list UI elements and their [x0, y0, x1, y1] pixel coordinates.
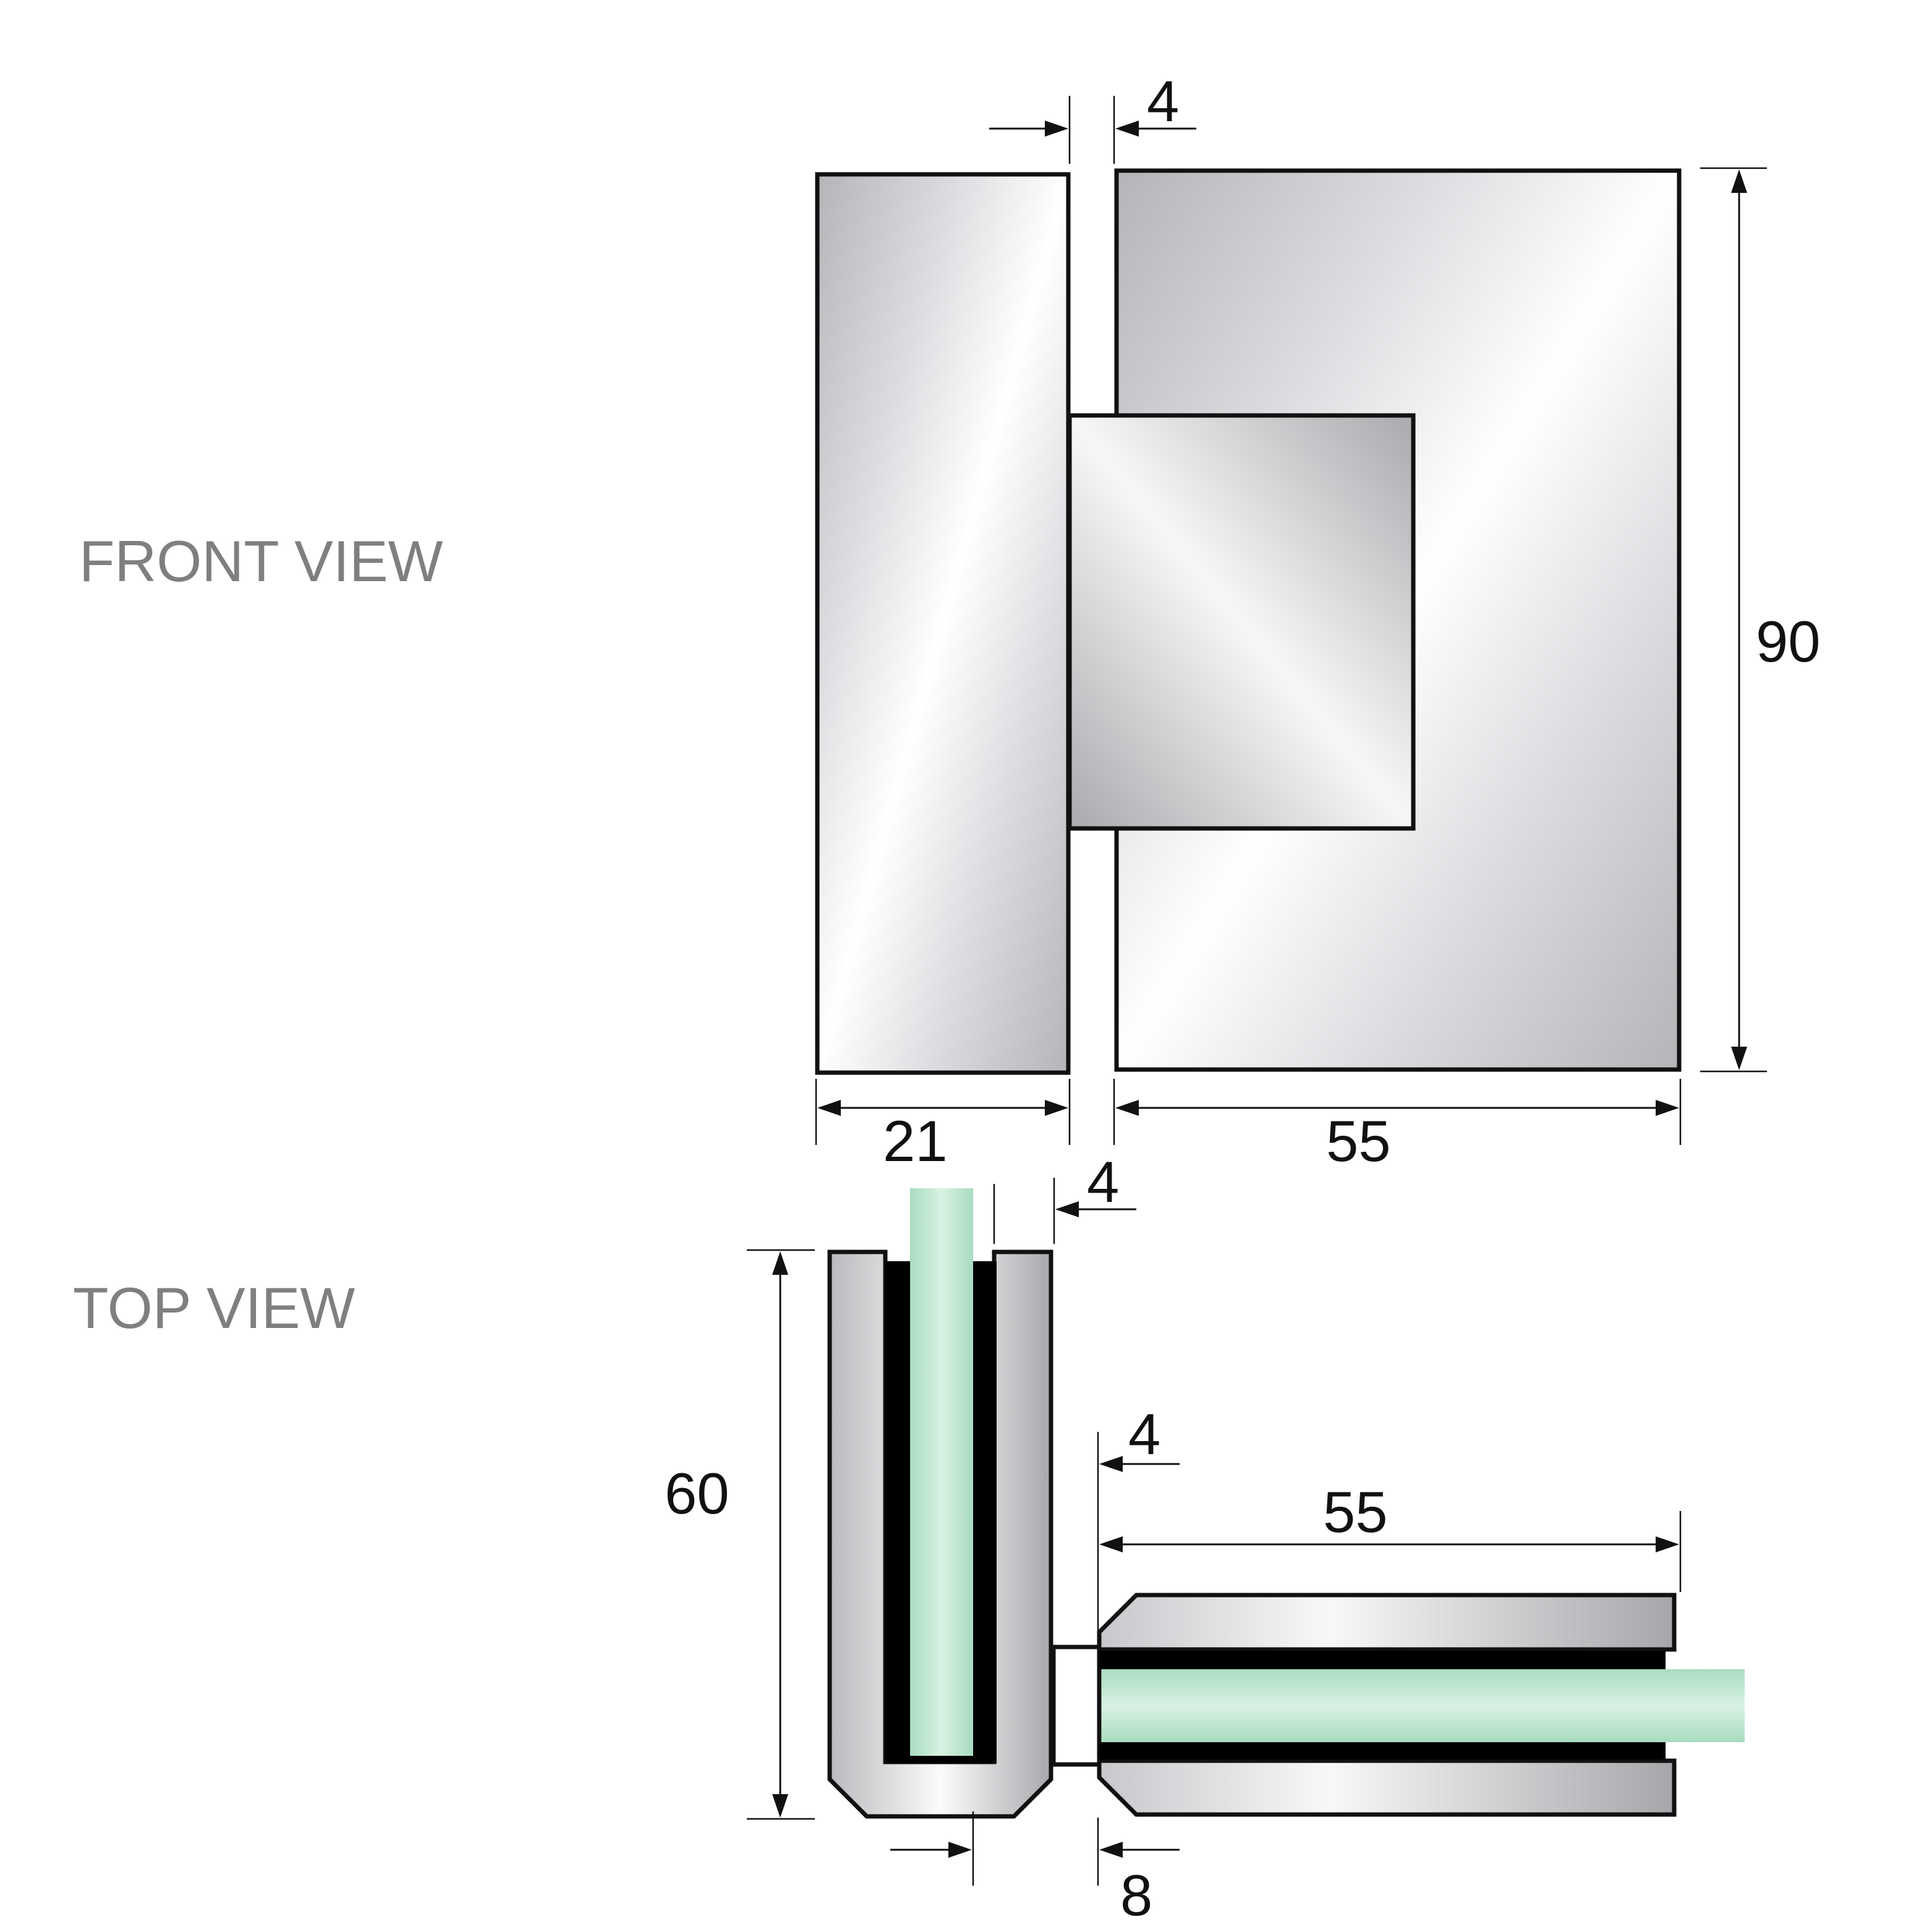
top-right-upper-plate — [1097, 1593, 1677, 1652]
front-right-width-label: 55 — [1326, 1109, 1391, 1173]
top-view: 4 60 4 55 — [665, 1149, 1745, 1928]
front-gap-dimension: 4 — [989, 69, 1196, 164]
top-side-gap-label: 4 — [1128, 1402, 1160, 1466]
top-right-lower-plate — [1097, 1758, 1677, 1817]
top-right-gasket-upper — [1099, 1651, 1666, 1669]
top-depth-label: 60 — [665, 1461, 730, 1526]
front-right-width-dimension: 55 — [1113, 1079, 1682, 1173]
top-glass-thickness-label: 8 — [1120, 1863, 1152, 1928]
front-left-width-label: 21 — [883, 1109, 948, 1173]
top-plate-width-dimension: 55 — [1099, 1479, 1682, 1592]
top-view-label: TOP VIEW — [73, 1275, 355, 1340]
top-horizontal-glass — [1102, 1669, 1745, 1742]
top-left-gasket-bottom — [885, 1755, 997, 1763]
top-plate-width-label: 55 — [1323, 1479, 1388, 1544]
front-left-plate — [815, 172, 1071, 1075]
top-right-gasket-lower — [1099, 1742, 1666, 1760]
top-left-gasket-right — [972, 1261, 997, 1762]
top-left-gasket-left — [885, 1261, 911, 1762]
front-center-block — [1067, 413, 1416, 831]
front-view-label: FRONT VIEW — [79, 529, 443, 594]
top-side-gap-dimension: 4 — [1097, 1402, 1180, 1641]
front-left-width-dimension: 21 — [815, 1079, 1071, 1173]
top-upper-gap-dimension: 4 — [993, 1149, 1136, 1244]
top-depth-dimension: 60 — [665, 1249, 815, 1820]
front-view: 4 90 21 55 — [815, 69, 1821, 1173]
top-hinge-knuckle — [1051, 1645, 1102, 1767]
top-vertical-glass — [910, 1188, 973, 1756]
top-upper-gap-label: 4 — [1087, 1149, 1119, 1214]
front-height-label: 90 — [1756, 609, 1821, 674]
top-glass-thickness-dimension: 8 — [890, 1811, 1180, 1928]
front-gap-label: 4 — [1147, 69, 1179, 134]
front-height-dimension: 90 — [1700, 167, 1821, 1073]
